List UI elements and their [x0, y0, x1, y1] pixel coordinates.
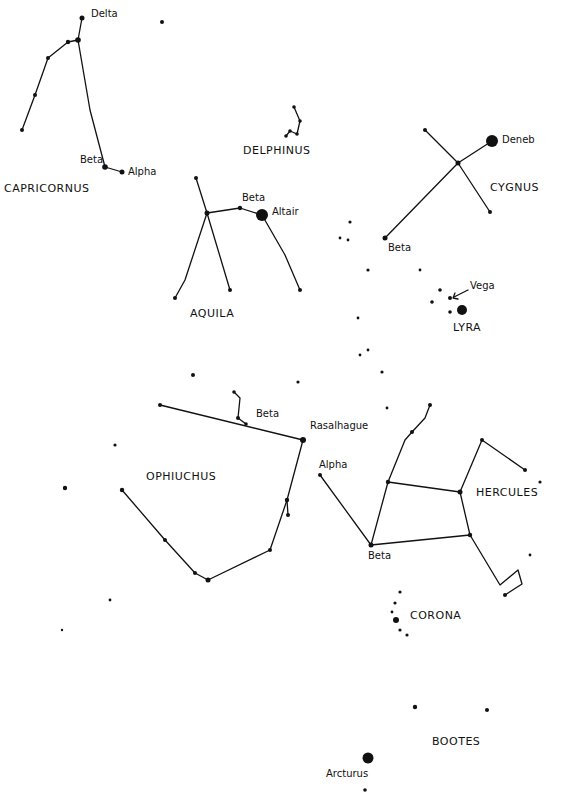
- constellation-name: HERCULES: [476, 487, 538, 499]
- star-name: Beta: [368, 550, 391, 561]
- constellation-name: CAPRICORNUS: [4, 183, 89, 195]
- star-name: Alpha: [128, 166, 156, 177]
- constellation-name: LYRA: [453, 322, 481, 334]
- constellation-lines: [22, 18, 525, 595]
- star-name: Rasalhague: [310, 420, 368, 431]
- star-name: Altair: [272, 206, 299, 217]
- star-name: Beta: [388, 242, 411, 253]
- star-name: Delta: [91, 8, 118, 19]
- constellation-name: BOOTES: [432, 736, 480, 748]
- star-name: Deneb: [502, 134, 535, 145]
- constellation-name: DELPHINUS: [243, 145, 310, 157]
- constellation-name: OPHIUCHUS: [146, 471, 216, 483]
- constellation-name: CORONA: [410, 610, 461, 622]
- star-name: Vega: [470, 280, 495, 291]
- star-name: Beta: [242, 192, 265, 203]
- star-name: Alpha: [319, 459, 347, 470]
- stars: [20, 16, 542, 792]
- star-name: Beta: [80, 154, 103, 165]
- star-name: Arcturus: [326, 768, 368, 779]
- constellation-name: CYGNUS: [490, 182, 539, 194]
- star-name: Beta: [256, 408, 279, 419]
- constellation-name: AQUILA: [190, 308, 234, 320]
